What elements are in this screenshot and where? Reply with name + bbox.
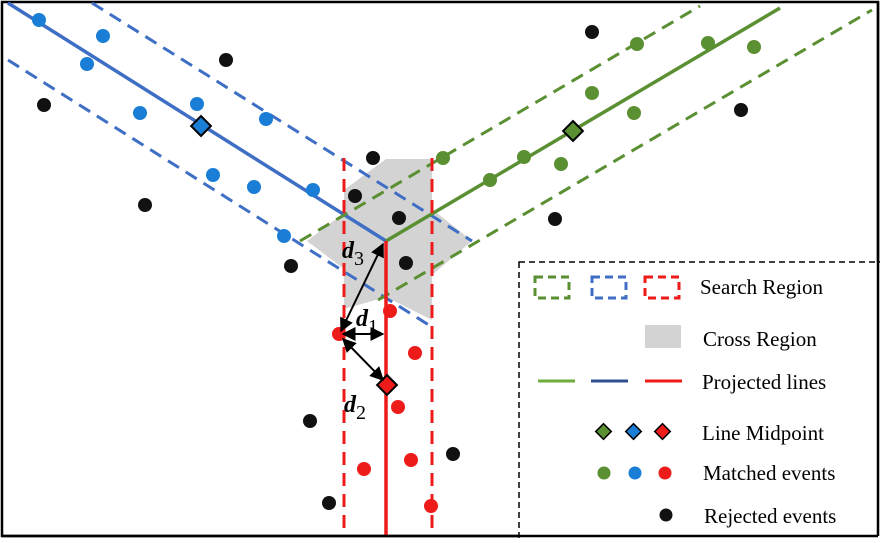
blue-search-swatch [590, 275, 628, 300]
rejected-event [734, 103, 748, 117]
green-midpoint-swatch [594, 422, 613, 441]
green-search-swatch [533, 275, 571, 300]
green-matched-events [436, 36, 761, 187]
legend-cross-region: Cross Region [703, 327, 817, 351]
blue-event [259, 112, 273, 126]
red-event [408, 346, 422, 360]
green-event [747, 40, 761, 54]
legend-line-midpoint: Line Midpoint [702, 421, 824, 445]
green-event [554, 157, 568, 171]
rejected-event [322, 496, 336, 510]
blue-event [247, 180, 261, 194]
green-event [627, 106, 641, 120]
blue-event [133, 106, 147, 120]
rejected-event [399, 256, 413, 270]
green-event-swatch [597, 466, 611, 480]
blue-event [190, 97, 204, 111]
green-search-boundary-lower [377, 8, 873, 302]
legend-search-region: Search Region [700, 275, 824, 299]
legend-rejected-events: Rejected events [704, 504, 836, 528]
rejected-event [303, 414, 317, 428]
rejected-events [37, 25, 748, 510]
blue-event [306, 183, 320, 197]
d2-arrow [342, 337, 384, 382]
blue-event-swatch [628, 466, 642, 480]
cross-region-swatch [645, 325, 681, 348]
rejected-event [392, 211, 406, 225]
blue-matched-events [32, 13, 320, 243]
green-event [585, 86, 599, 100]
green-event [436, 151, 450, 165]
d1-label: d1 [356, 306, 378, 338]
red-event [383, 304, 397, 318]
blue-event [277, 229, 291, 243]
rejected-event [284, 259, 298, 273]
d3-label: d3 [342, 238, 364, 270]
rejected-event [348, 189, 362, 203]
red-midpoint-swatch [653, 422, 672, 441]
legend-projected-lines: Projected lines [702, 370, 826, 394]
rejected-event [548, 212, 562, 226]
blue-event [80, 57, 94, 71]
red-event [391, 400, 405, 414]
red-event [404, 453, 418, 467]
red-matched-events [332, 304, 438, 513]
rejected-event-swatch [659, 508, 673, 522]
rejected-event [446, 447, 460, 461]
rejected-event [366, 151, 380, 165]
green-midpoint-diamond [561, 119, 585, 143]
legend-box [518, 261, 880, 543]
red-event [424, 499, 438, 513]
legend-matched-events: Matched events [703, 461, 835, 485]
blue-event [206, 168, 220, 182]
d3-arrow [340, 242, 384, 333]
rejected-event [219, 53, 233, 67]
rejected-event [37, 98, 51, 112]
rejected-event [585, 25, 599, 39]
green-event [483, 173, 497, 187]
blue-midpoint-swatch [624, 422, 643, 441]
green-event [701, 36, 715, 50]
green-event [630, 37, 644, 51]
red-event-swatch [658, 466, 672, 480]
blue-event [32, 13, 46, 27]
blue-midpoint-diamond [189, 114, 213, 138]
blue-search-boundary-upper [91, 1, 473, 243]
green-event [517, 150, 531, 164]
rejected-event [138, 198, 152, 212]
legend: Search Region Cross Region Projected lin… [518, 261, 880, 543]
red-event [357, 462, 371, 476]
red-search-swatch [643, 275, 681, 300]
blue-event [96, 29, 110, 43]
green-projected-line [385, 6, 781, 243]
d2-label: d2 [344, 392, 366, 424]
